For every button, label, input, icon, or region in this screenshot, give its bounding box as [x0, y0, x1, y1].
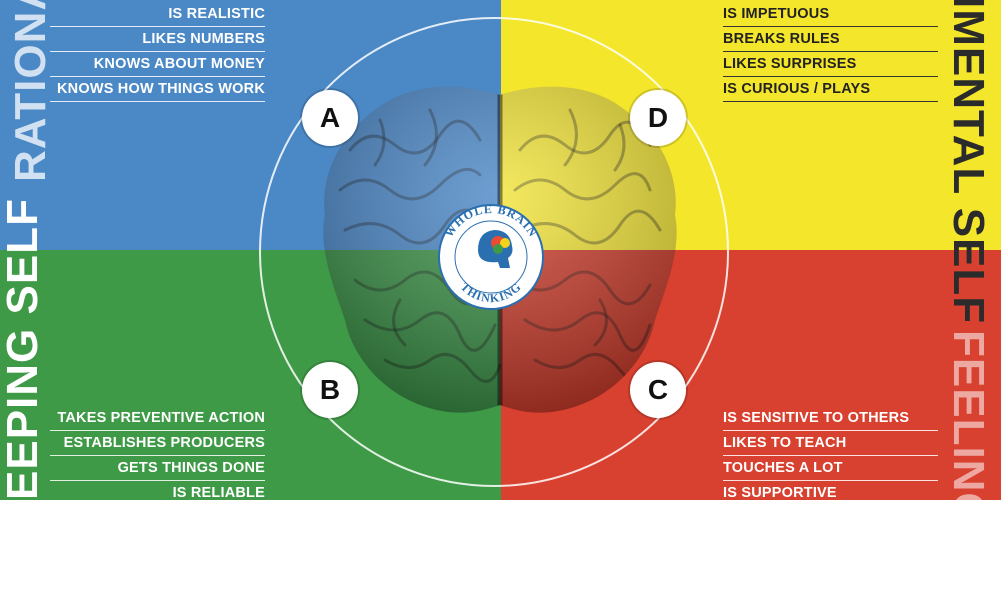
badge-c: C	[630, 362, 686, 418]
badge-a: A	[302, 90, 358, 146]
logo-top-text: WHOLE BRAIN	[442, 202, 541, 240]
svg-text:WHOLE BRAIN: WHOLE BRAIN	[442, 202, 541, 240]
logo-bottom-text: THINKING	[458, 280, 525, 306]
badge-b: B	[302, 362, 358, 418]
badge-d: D	[630, 90, 686, 146]
svg-text:THINKING: THINKING	[458, 280, 525, 306]
